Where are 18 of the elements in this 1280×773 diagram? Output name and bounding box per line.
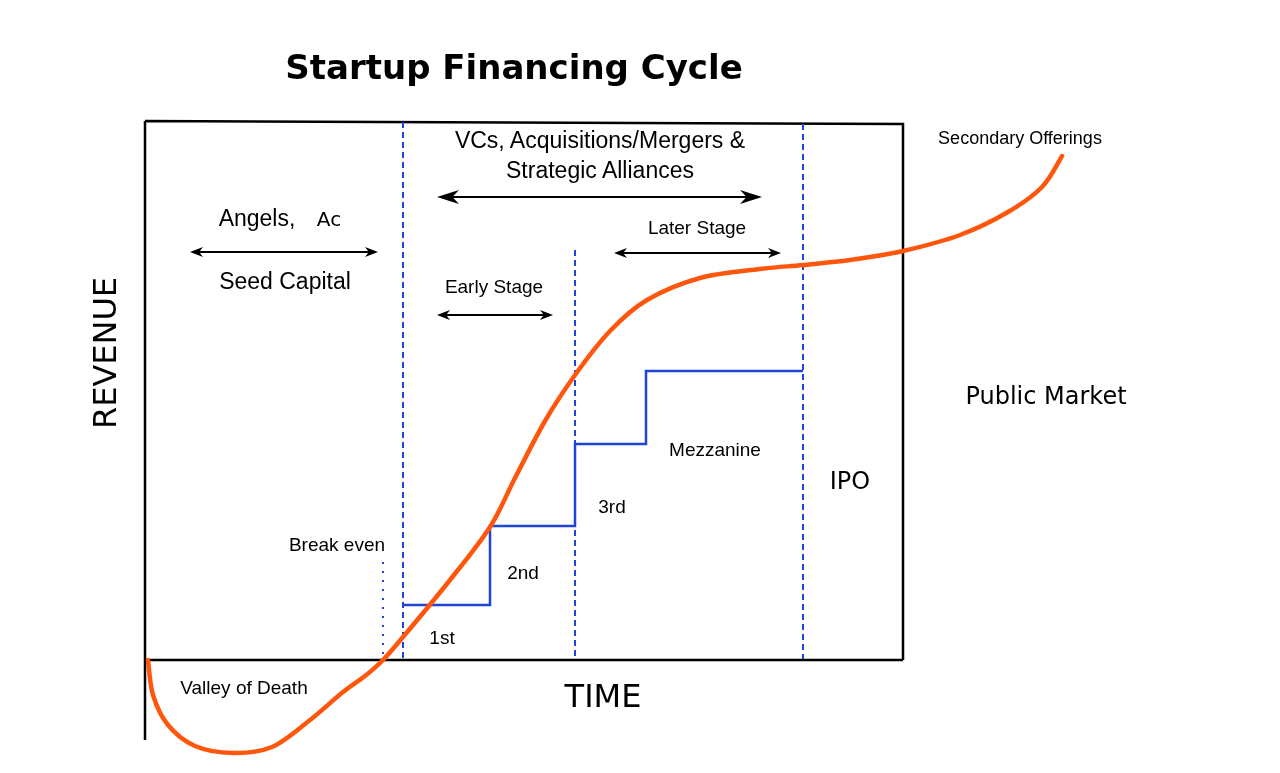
x-axis-title: TIME — [564, 676, 642, 716]
stage-label: Early Stage — [444, 275, 544, 299]
diagram-title: Startup Financing Cycle — [285, 45, 743, 89]
stage-label: Seed Capital — [219, 266, 351, 296]
funding-source-label: Ac — [316, 206, 342, 232]
round-label: Mezzanine — [669, 438, 761, 462]
round-label: 3rd — [598, 495, 626, 519]
stage-label: Later Stage — [647, 216, 747, 240]
point-label: Break even — [288, 533, 386, 557]
funding-source-label: VCs, Acquisitions/Mergers & Strategic Alliances — [453, 126, 747, 185]
y-axis-title: REVENUE — [85, 276, 125, 430]
stage-label: IPO — [829, 466, 871, 496]
funding-source-label: Angels, — [218, 203, 296, 233]
stage-label: Secondary Offerings — [938, 126, 1102, 150]
round-label: 1st — [429, 626, 455, 650]
stage-label: Public Market — [965, 381, 1127, 411]
region-label: Valley of Death — [180, 676, 308, 700]
round-label: 2nd — [507, 561, 539, 585]
